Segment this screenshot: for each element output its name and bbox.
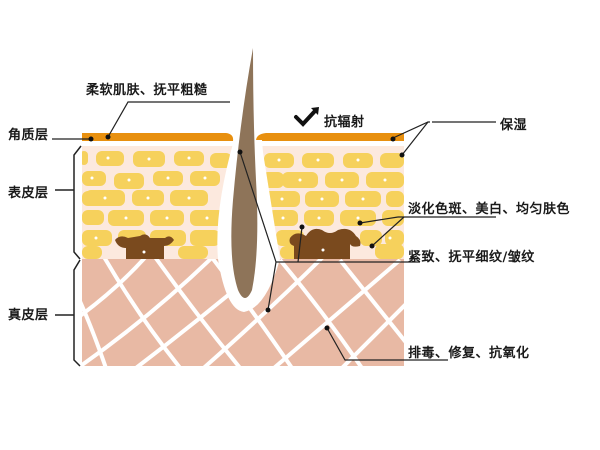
label-anti-radiation: 抗辐射 xyxy=(324,115,365,130)
cell-nuclei xyxy=(90,156,392,254)
hair-shaft xyxy=(231,48,258,298)
pigment-spot-right xyxy=(289,228,361,259)
label-moisturize: 保湿 xyxy=(500,118,528,133)
label-dermis: 真皮层 xyxy=(8,308,49,323)
pigment-spot-left xyxy=(115,234,174,259)
stratum-corneum-left xyxy=(82,133,234,141)
leader-lines xyxy=(52,101,496,361)
label-detox: 排毒、修复、抗氧化 xyxy=(408,346,530,361)
epidermis-right xyxy=(262,146,404,259)
label-firming: 紧致、抚平细纹/皱纹 xyxy=(408,250,535,265)
leader-dots xyxy=(88,134,405,331)
layer-brackets xyxy=(55,145,82,367)
radiation-arrow-icon xyxy=(294,109,317,127)
epidermis-left xyxy=(82,146,236,259)
stratum-corneum-right xyxy=(256,133,404,141)
label-epidermis: 表皮层 xyxy=(8,186,49,201)
label-stratum-corneum: 角质层 xyxy=(8,128,49,143)
label-soften: 柔软肌肤、抚平粗糙 xyxy=(86,83,208,98)
label-whitening: 淡化色斑、美白、均匀肤色 xyxy=(408,202,571,217)
